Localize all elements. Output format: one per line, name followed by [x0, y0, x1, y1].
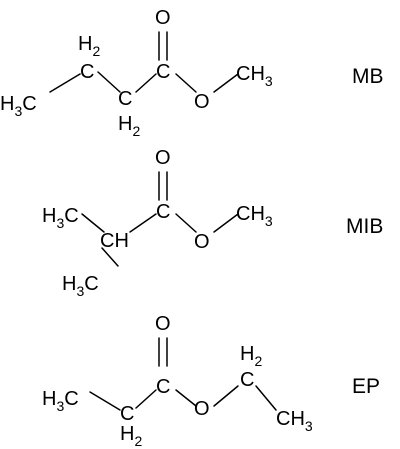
methylene-h2-label: H2: [78, 33, 100, 59]
carbonyl-oxygen: O: [155, 7, 171, 29]
bond: [89, 391, 121, 411]
molecule-ep: H3C C H2 O C O H2 C CH3 EP: [42, 313, 380, 449]
ester-oxygen: O: [194, 231, 210, 253]
bond: [101, 247, 119, 267]
methylene-h2-label: H2: [120, 423, 142, 449]
methylene-carbon: C: [240, 369, 254, 391]
molecule-mb: H3C H2 C C H2 O C O CH3 MB: [0, 7, 384, 139]
bond: [175, 73, 197, 93]
molecule-name: MB: [352, 65, 384, 88]
methyl-group-h3c: H3C: [0, 93, 37, 119]
methyl-group-ch3: CH3: [236, 203, 273, 229]
bond: [213, 73, 239, 93]
methyl-group-ch3: CH3: [276, 408, 313, 434]
methine-ch: CH: [100, 230, 129, 252]
methylene-carbon: C: [80, 61, 94, 83]
bond: [49, 73, 81, 93]
carbonyl-oxygen: O: [155, 313, 171, 335]
molecule-mib: H3C CH H3C O C O CH3 MIB: [42, 147, 383, 299]
methyl-group-h3c: H3C: [42, 388, 79, 414]
bond: [81, 213, 105, 233]
bond: [213, 213, 239, 233]
carbonyl-carbon: C: [156, 376, 170, 398]
carbonyl-carbon: C: [156, 61, 170, 83]
methyl-group-h3c: H3C: [42, 205, 79, 231]
ester-oxygen: O: [194, 91, 210, 113]
bond: [255, 385, 277, 411]
methylene-carbon: C: [120, 403, 134, 425]
molecule-name: MIB: [346, 215, 383, 238]
bond: [175, 213, 197, 233]
methylene-carbon: C: [118, 88, 132, 110]
carbonyl-oxygen: O: [155, 147, 171, 169]
molecule-name: EP: [352, 375, 380, 398]
bond: [135, 73, 157, 93]
bond: [213, 385, 239, 407]
ester-oxygen: O: [194, 398, 210, 420]
methyl-group-h3c: H3C: [62, 273, 99, 299]
carbonyl-carbon: C: [156, 201, 170, 223]
bond: [97, 71, 121, 93]
bond: [135, 389, 157, 409]
methyl-group-ch3: CH3: [236, 63, 273, 89]
bond: [129, 213, 157, 233]
methylene-h2-label: H2: [118, 113, 140, 139]
methylene-h2-label: H2: [240, 343, 262, 369]
bond: [175, 389, 197, 407]
